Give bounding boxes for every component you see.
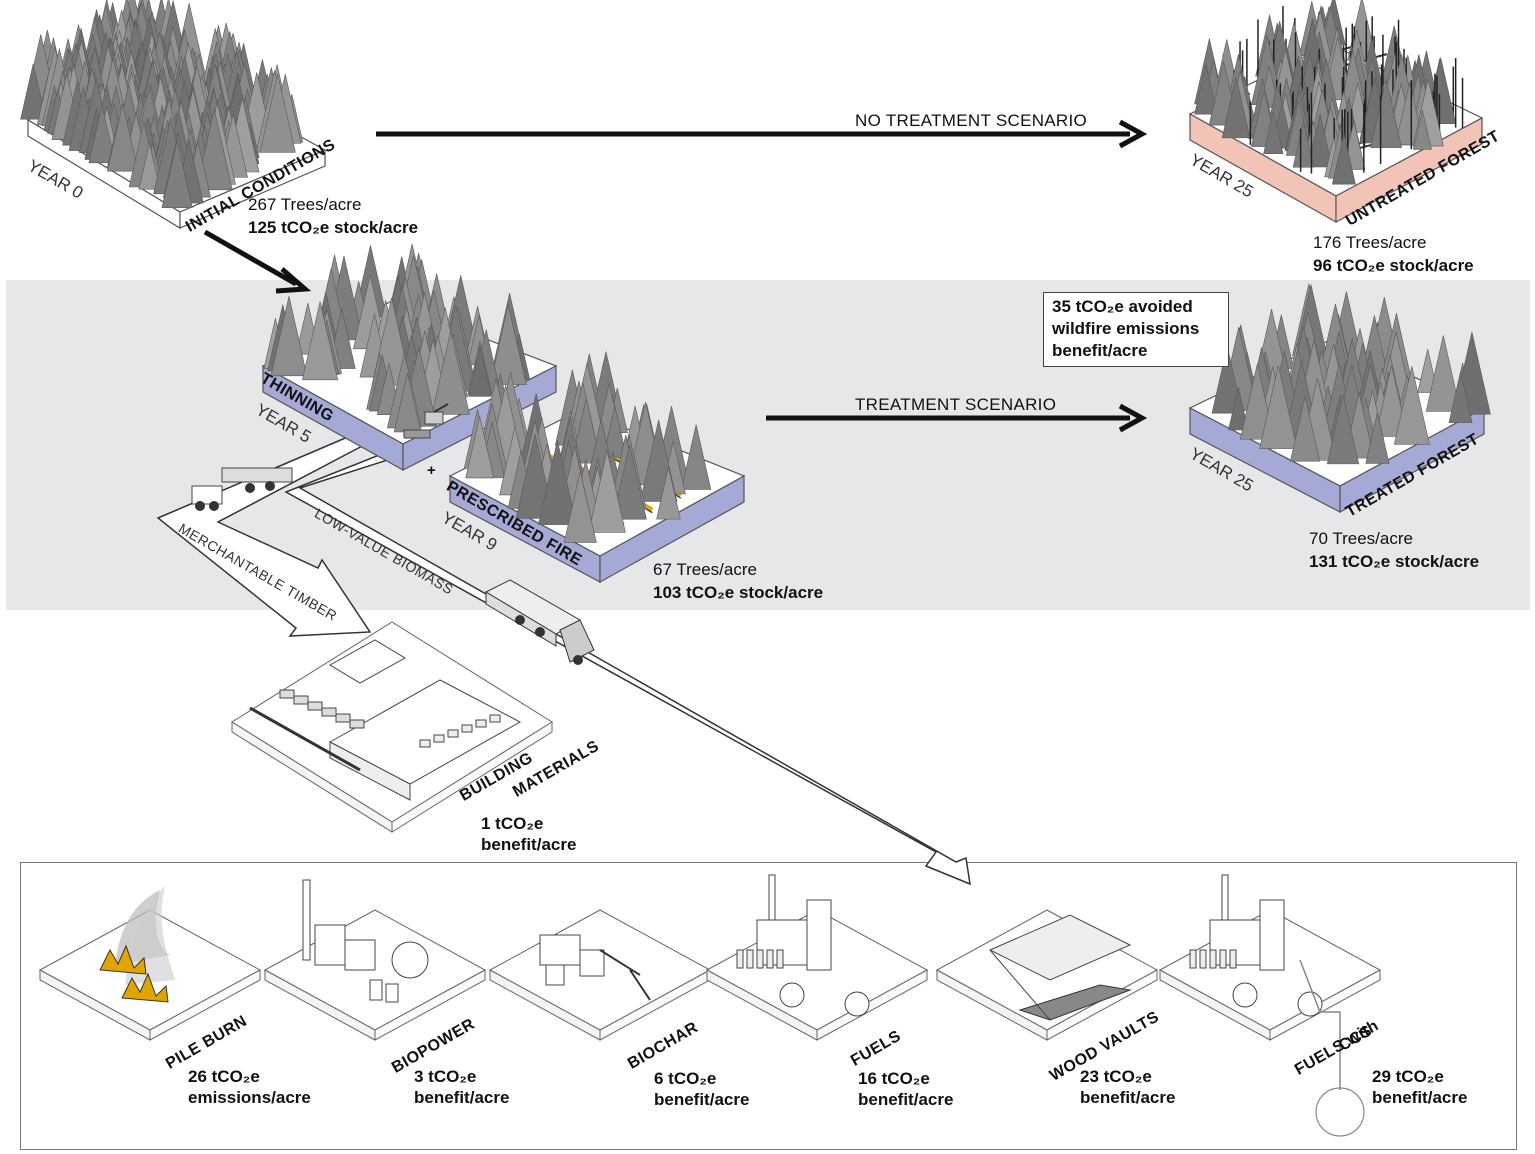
ccs-refinery-icon bbox=[1158, 874, 1382, 1041]
pile-burn-amount: 26 tCO₂e bbox=[188, 1067, 260, 1086]
refinery-icon bbox=[705, 874, 929, 1041]
biopower-value: 3 tCO₂e benefit/acre bbox=[414, 1066, 509, 1108]
untreated-trees: 176 Trees/acre bbox=[1313, 233, 1427, 252]
semi-truck-icon bbox=[484, 579, 595, 665]
treated-stock: 131 tCO₂e stock/acre bbox=[1309, 552, 1480, 571]
avoided-emissions-callout: 35 tCO₂e avoided wildfire emissions bene… bbox=[1043, 292, 1229, 367]
prescribed-fire-plot-icon bbox=[448, 351, 746, 584]
wood-vaults-amount: 23 tCO₂e bbox=[1080, 1067, 1152, 1086]
treated-forest-plot-icon bbox=[1188, 283, 1491, 514]
building-value-unit: benefit/acre bbox=[481, 835, 577, 854]
untreated-stats: 176 Trees/acre 96 tCO₂e stock/acre bbox=[1313, 231, 1474, 277]
prescribed-fire-stock: 103 tCO₂e stock/acre bbox=[653, 583, 824, 602]
wood-vaults-value: 23 tCO₂e benefit/acre bbox=[1080, 1066, 1175, 1108]
untreated-forest-plot-icon bbox=[1188, 0, 1484, 224]
pile-burn-value: 26 tCO₂e emissions/acre bbox=[188, 1066, 311, 1108]
fuels-value: 16 tCO₂e benefit/acre bbox=[858, 1068, 953, 1110]
building-value-amount: 1 tCO₂e bbox=[481, 814, 544, 833]
initial-to-thinning-arrow bbox=[203, 229, 312, 294]
treated-trees: 70 Trees/acre bbox=[1309, 529, 1413, 548]
power-plant-icon bbox=[263, 879, 487, 1041]
biopower-amount: 3 tCO₂e bbox=[414, 1067, 477, 1086]
fuels-amount: 16 tCO₂e bbox=[858, 1069, 930, 1088]
avoided-line-2: wildfire emissions bbox=[1052, 319, 1200, 338]
no-treatment-label: NO TREATMENT SCENARIO bbox=[855, 111, 1088, 130]
biochar-plant-icon bbox=[488, 909, 712, 1041]
no-treatment-arrow bbox=[376, 119, 1148, 149]
thinning-plot-icon bbox=[261, 243, 558, 472]
prescribed-fire-trees: 67 Trees/acre bbox=[653, 560, 757, 579]
treatment-arrow bbox=[766, 403, 1148, 433]
avoided-line-1: 35 tCO₂e avoided bbox=[1052, 297, 1193, 316]
pile-burn-unit: emissions/acre bbox=[188, 1088, 311, 1107]
fire-pile-icon bbox=[38, 885, 262, 1041]
sawmill-icon bbox=[231, 621, 553, 833]
biochar-unit: benefit/acre bbox=[654, 1090, 750, 1109]
biochar-amount: 6 tCO₂e bbox=[654, 1069, 717, 1088]
untreated-stock: 96 tCO₂e stock/acre bbox=[1313, 256, 1474, 275]
fuels-ccs-amount: 29 tCO₂e bbox=[1372, 1067, 1444, 1086]
initial-forest-plot-icon bbox=[20, 0, 327, 230]
initial-trees: 267 Trees/acre bbox=[248, 195, 362, 214]
treated-stats: 70 Trees/acre 131 tCO₂e stock/acre bbox=[1309, 527, 1479, 573]
fuels-unit: benefit/acre bbox=[858, 1090, 954, 1109]
wood-vaults-unit: benefit/acre bbox=[1080, 1088, 1176, 1107]
excavator-icon bbox=[403, 403, 449, 439]
fuels-ccs-value: 29 tCO₂e benefit/acre bbox=[1372, 1066, 1467, 1108]
biochar-value: 6 tCO₂e benefit/acre bbox=[654, 1068, 749, 1110]
log-truck-icon bbox=[191, 467, 293, 511]
avoided-line-3: benefit/acre bbox=[1052, 341, 1148, 360]
prescribed-fire-stats: 67 Trees/acre 103 tCO₂e stock/acre bbox=[653, 558, 823, 604]
biopower-unit: benefit/acre bbox=[414, 1088, 510, 1107]
treatment-label: TREATMENT SCENARIO bbox=[855, 395, 1057, 414]
building-value: 1 tCO₂e benefit/acre bbox=[481, 813, 576, 855]
initial-stock: 125 tCO₂e stock/acre bbox=[248, 218, 419, 237]
fuels-ccs-unit: benefit/acre bbox=[1372, 1088, 1468, 1107]
biomass-flow-arrow bbox=[284, 449, 971, 886]
ccs-well-icon bbox=[1299, 959, 1365, 1137]
wood-vault-icon bbox=[935, 909, 1159, 1041]
plus-sign: + bbox=[427, 462, 437, 479]
initial-stats: 267 Trees/acre 125 tCO₂e stock/acre bbox=[248, 193, 418, 239]
